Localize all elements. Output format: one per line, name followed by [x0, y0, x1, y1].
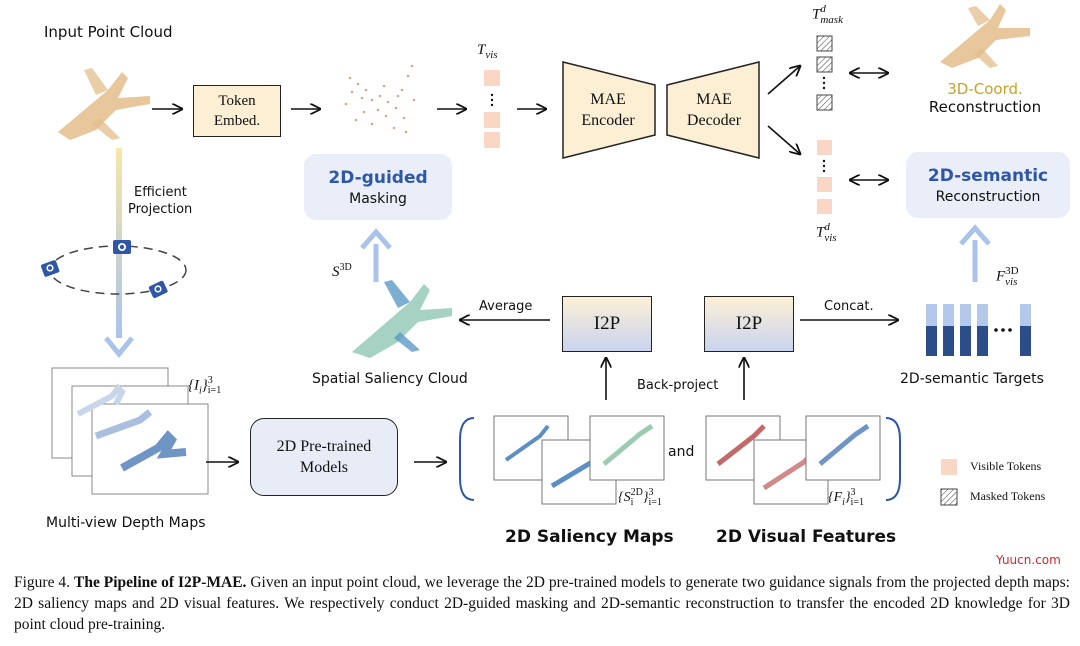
spatial-saliency-airplane — [352, 280, 452, 358]
masking-up-arrow — [360, 228, 392, 282]
input-airplane-cloud — [58, 68, 150, 140]
saliency-map-stack — [493, 415, 665, 505]
mae-encoder-shape — [562, 61, 656, 159]
semantic-target-bars — [926, 304, 1031, 356]
coord-reconstruction-label: 3D-Coord. Reconstruction — [928, 80, 1042, 116]
right-bracket — [885, 417, 901, 501]
caption-title: The Pipeline of I2P-MAE. — [73, 574, 247, 591]
concat-label: Concat. — [824, 299, 874, 314]
masking-title: 2D-guided — [328, 167, 428, 188]
s3d-label: S3D — [332, 262, 352, 280]
caption-prefix: Figure 4. — [14, 574, 74, 591]
camera-icon — [148, 280, 168, 299]
token-embed-line-1: Token — [218, 93, 256, 109]
masking-sub: Masking — [349, 190, 407, 207]
efficient-projection-label: Efficient Projection — [128, 185, 193, 217]
visible-token-stack — [484, 70, 500, 148]
spatial-saliency-label: Spatial Saliency Cloud — [312, 371, 468, 387]
legend-visible-label: Visible Tokens — [970, 459, 1042, 473]
multiview-label: Multi-view Depth Maps — [46, 515, 206, 531]
and-label: and — [668, 444, 695, 460]
semantic-title: 2D-semantic — [927, 165, 1049, 186]
i2p-box-features: I2P — [704, 296, 794, 352]
semantic-up-arrow — [959, 224, 991, 282]
legend-masked-swatch — [940, 488, 958, 506]
left-bracket — [459, 417, 475, 501]
targets-label: 2D-semantic Targets — [900, 371, 1044, 387]
watermark: Yuucn.com — [996, 553, 1061, 567]
average-label: Average — [479, 299, 533, 314]
back-project-label: Back-project — [637, 378, 719, 393]
camera-icon — [40, 260, 60, 277]
depth-map-stack — [51, 367, 209, 495]
legend-masked-label: Masked Tokens — [970, 489, 1046, 503]
t-vis-label: Tvis — [477, 42, 498, 61]
decoded-visible-token-stack — [817, 140, 832, 214]
camera-icon — [113, 240, 131, 254]
masked-token-stack — [816, 35, 833, 111]
figure-caption: Figure 4. The Pipeline of I2P-MAE. Given… — [14, 572, 1070, 635]
sparse-visible-cloud — [344, 64, 416, 134]
reconstructed-airplane-cloud — [940, 4, 1030, 68]
input-point-cloud-label: Input Point Cloud — [44, 23, 173, 41]
caption-body: Given an input point cloud, we leverage … — [14, 574, 1070, 633]
visual-feature-stack — [705, 415, 881, 505]
legend-visible-swatch — [941, 459, 957, 475]
arrow-decoder-to-masked — [767, 66, 800, 95]
semantic-reconstruction-box: 2D-semantic Reconstruction — [906, 152, 1070, 218]
saliency-maps-label: 2D Saliency Maps — [505, 527, 674, 547]
arrow-decoder-to-visible — [767, 125, 800, 154]
i2p-box-saliency: I2P — [562, 296, 652, 352]
visual-features-label: 2D Visual Features — [716, 527, 897, 547]
semantic-sub: Reconstruction — [935, 188, 1041, 205]
masking-box: 2D-guided Masking — [304, 154, 452, 220]
token-embed-line-2: Embed. — [213, 113, 261, 129]
mae-decoder-shape — [666, 61, 760, 159]
projection-arrow-head — [104, 336, 134, 358]
